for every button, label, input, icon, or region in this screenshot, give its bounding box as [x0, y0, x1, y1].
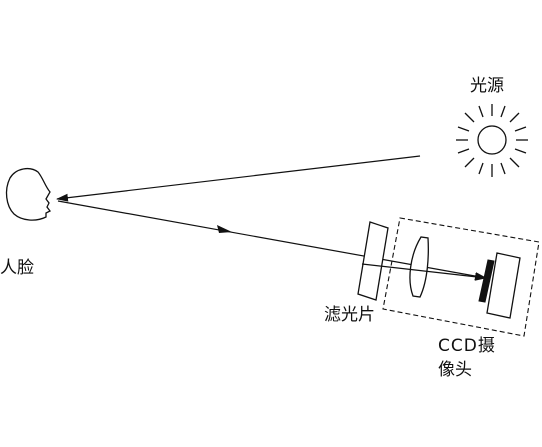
- ccd-camera-label-line1: CCD摄: [438, 336, 496, 356]
- filter-label: 滤光片: [324, 305, 375, 325]
- ccd-camera-label-line2: 像头: [438, 360, 472, 380]
- ray-midpoint-arrow: [217, 225, 232, 233]
- ray-through-lens: [361, 263, 487, 281]
- ccd-sensor-body: [486, 252, 521, 319]
- optical-filter: [357, 221, 389, 301]
- ccd-pins: [481, 265, 492, 298]
- light-source-label: 光源: [470, 76, 504, 96]
- ccd-sensor-chip: [478, 259, 495, 303]
- incident-light-ray: [56, 155, 421, 202]
- camera-lens: [409, 236, 429, 298]
- ccd-camera-housing: [382, 217, 540, 337]
- face-outline: [5, 167, 51, 221]
- sun-icon: [456, 104, 528, 177]
- face-label: 人脸: [0, 258, 34, 278]
